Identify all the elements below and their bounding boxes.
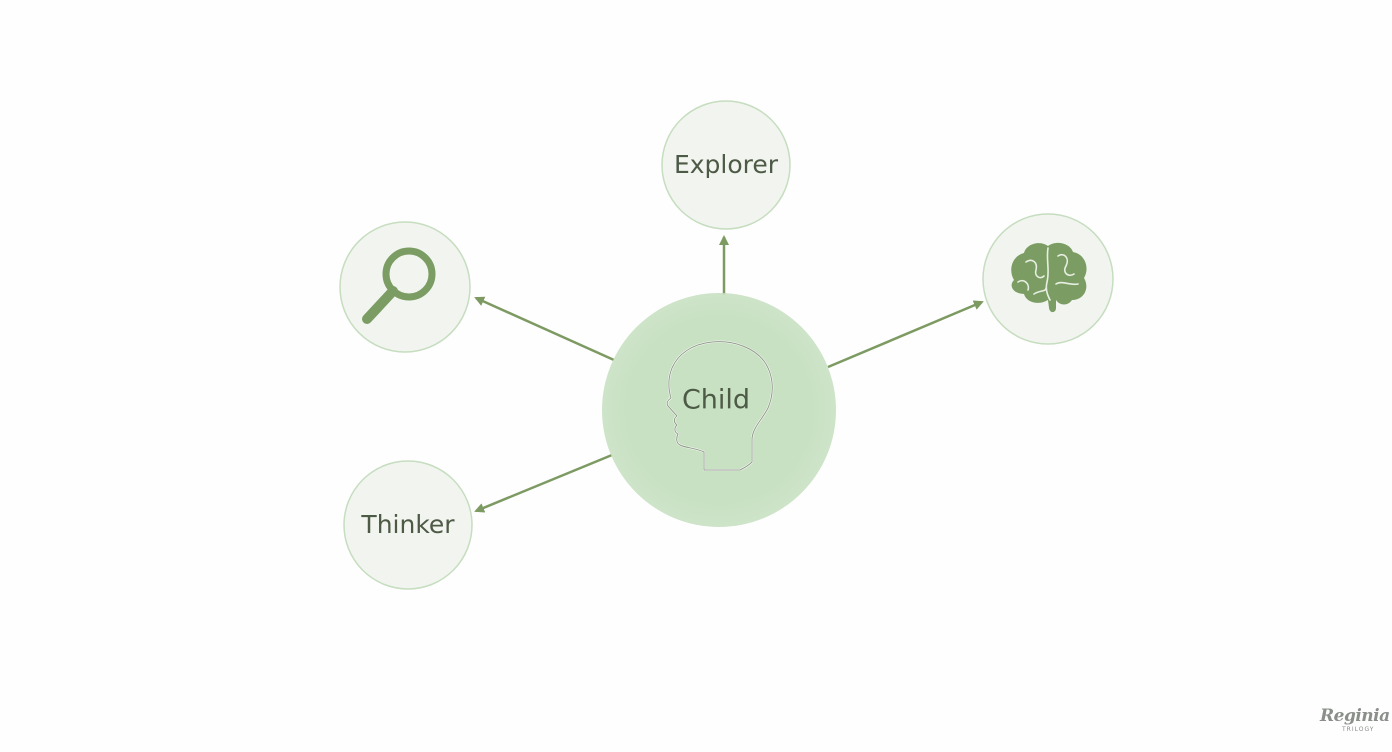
child-head-profile-outline <box>666 341 773 471</box>
watermark-sub-text: TRILOGY <box>1342 726 1375 733</box>
arrow-to-thinker <box>474 453 613 513</box>
node-thinker-label: Thinker <box>360 510 455 539</box>
node-brain <box>982 213 1114 345</box>
node-thinker: Thinker <box>343 460 473 590</box>
connectors <box>474 235 984 513</box>
watermark-logo: Reginia TRILOGY <box>1316 706 1390 740</box>
watermark-main-text: Reginia <box>1320 706 1390 726</box>
node-explorer: Explorer <box>661 100 791 230</box>
brain-icon <box>1011 242 1087 313</box>
node-explorer-label: Explorer <box>674 150 779 179</box>
node-child-center: Child <box>602 293 836 527</box>
node-magnifier <box>339 221 471 353</box>
arrow-to-brain <box>827 300 984 369</box>
arrow-to-magnifier <box>474 296 615 362</box>
magnifying-glass-icon <box>362 247 436 324</box>
node-child-label: Child <box>682 385 750 416</box>
